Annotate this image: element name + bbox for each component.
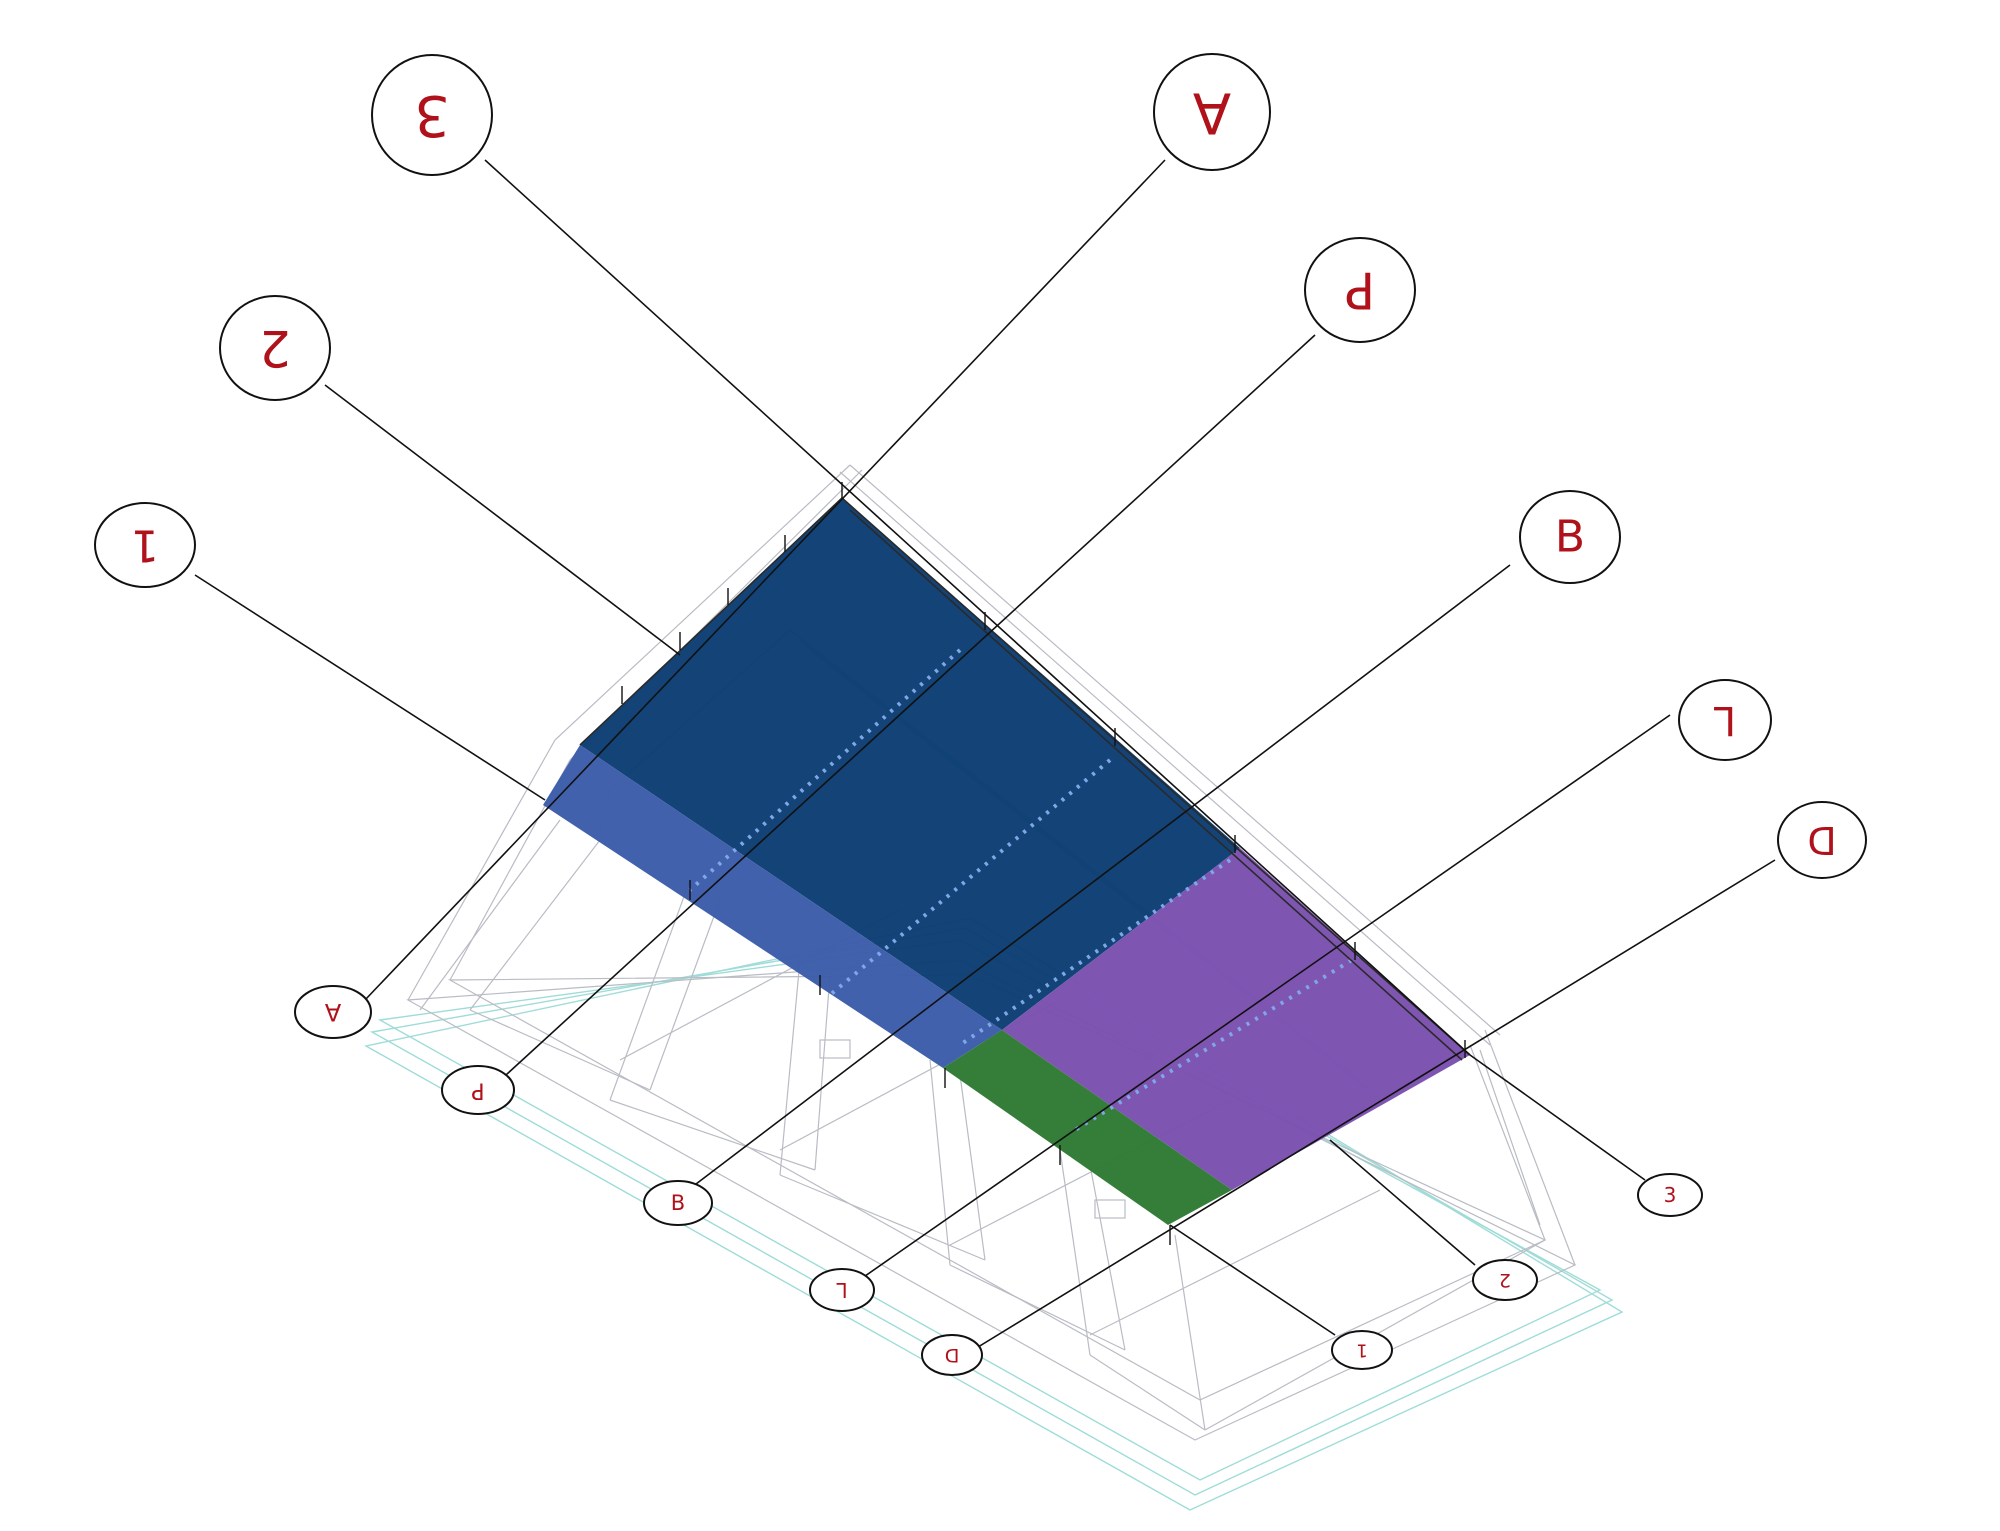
grid-label-bottom-B: B <box>671 1191 685 1215</box>
grid-label-bottom-2: 2 <box>1499 1269 1511 1291</box>
zone-purple <box>1002 848 1470 1190</box>
grid-bubble-bottom-L: L <box>809 1268 875 1312</box>
tie-1 <box>469 1009 651 1091</box>
ridge-outer <box>849 464 1501 1036</box>
dotted-beam-1 <box>688 648 962 892</box>
grid-bubble-top-D: D <box>1777 801 1867 879</box>
grid-bubbles-bottom: A P B L D 1 2 3 <box>294 985 1703 1376</box>
grid-label-top-L: L <box>1713 697 1736 743</box>
grid-bubbles-top: 1 2 3 A P B L D <box>94 53 1867 879</box>
grid-bubble-top-L: L <box>1678 679 1772 761</box>
post-5 <box>779 959 801 1176</box>
grid-label-bottom-P: P <box>471 1078 484 1103</box>
grid-bubble-bottom-1: 1 <box>1331 1330 1393 1370</box>
tie-3 <box>779 1174 986 1261</box>
hip-right <box>1484 1029 1576 1266</box>
leader-lines <box>194 159 1776 1356</box>
grid-bubble-bottom-A: A <box>294 985 372 1039</box>
post-7 <box>929 1059 951 1266</box>
leader-top-L <box>844 714 1671 1291</box>
leader-bottom-2 <box>1329 1139 1476 1266</box>
post-10 <box>1089 1164 1126 1351</box>
tie-4 <box>949 1264 1126 1351</box>
ridge-outer-2 <box>839 471 1491 1046</box>
zone-blue <box>543 745 1002 1068</box>
grid-label-bottom-3: 3 <box>1664 1183 1677 1207</box>
grid-bubble-bottom-D: D <box>921 1334 983 1376</box>
post-2 <box>469 839 601 1011</box>
leader-bottom-3 <box>1469 1054 1646 1181</box>
post-9 <box>1059 1149 1091 1356</box>
grid-label-top-2: 2 <box>259 319 291 377</box>
leader-top-2 <box>324 384 681 656</box>
zone-dark-blue <box>580 498 1240 1030</box>
grid-bubble-bottom-3: 3 <box>1637 1173 1703 1217</box>
base-outline-1 <box>377 939 1602 1481</box>
grid-bubble-top-P: P <box>1304 237 1416 343</box>
hip-right-2 <box>1469 1044 1546 1241</box>
leader-top-P <box>494 334 1316 1086</box>
grid-bubble-top-A: A <box>1153 53 1271 171</box>
grid-label-top-1: 1 <box>131 520 159 571</box>
grid-label-top-3: 3 <box>414 83 450 148</box>
base-outline-3 <box>364 917 1624 1511</box>
small-block-2 <box>819 1039 851 1059</box>
leader-top-D <box>964 859 1776 1356</box>
grid-label-bottom-1: 1 <box>1356 1340 1367 1361</box>
grid-label-bottom-L: L <box>836 1278 848 1302</box>
roof-zones <box>543 496 1471 1225</box>
post-11 <box>1174 1234 1206 1431</box>
grid-bubble-bottom-P: P <box>441 1065 515 1115</box>
grid-bubble-top-3: 3 <box>371 54 493 176</box>
leader-top-B <box>674 564 1511 1201</box>
leader-top-1 <box>194 574 546 801</box>
grid-label-bottom-A: A <box>324 998 341 1026</box>
hip-left <box>407 464 851 1001</box>
grid-label-top-P: P <box>1345 261 1375 319</box>
roof-edge-inner <box>849 509 1463 1061</box>
grid-bubble-top-1: 1 <box>94 502 196 588</box>
dotted-beam-3 <box>958 858 1232 1047</box>
base-outline-2 <box>369 927 1614 1496</box>
post-6 <box>814 974 831 1171</box>
edge-ticks <box>621 482 1466 1245</box>
grid-bubble-bottom-B: B <box>643 1180 713 1226</box>
grid-label-top-D: D <box>1807 818 1836 862</box>
grid-bubble-bottom-2: 2 <box>1472 1259 1538 1301</box>
grid-label-top-B: B <box>1555 512 1585 563</box>
post-3 <box>609 879 691 1101</box>
post-4 <box>649 899 721 1091</box>
post-12 <box>1479 1049 1541 1226</box>
grid-label-top-A: A <box>1193 80 1231 145</box>
leader-top-A <box>364 159 1166 1001</box>
grid-bubble-top-2: 2 <box>219 295 331 401</box>
grid-label-bottom-D: D <box>945 1344 960 1366</box>
tie-5 <box>1089 1354 1206 1431</box>
post-8 <box>959 1074 986 1261</box>
leader-bottom-1 <box>1169 1224 1336 1336</box>
leader-top-3 <box>484 159 1471 1056</box>
zone-green <box>943 1030 1232 1225</box>
post-1 <box>419 819 561 1011</box>
tie-2 <box>609 1099 816 1171</box>
cross-4 <box>1089 1189 1381 1336</box>
small-block <box>1094 1199 1126 1219</box>
hip-left-2 <box>449 469 863 981</box>
dotted-beam-2 <box>828 758 1112 997</box>
grid-bubble-top-B: B <box>1519 490 1621 584</box>
